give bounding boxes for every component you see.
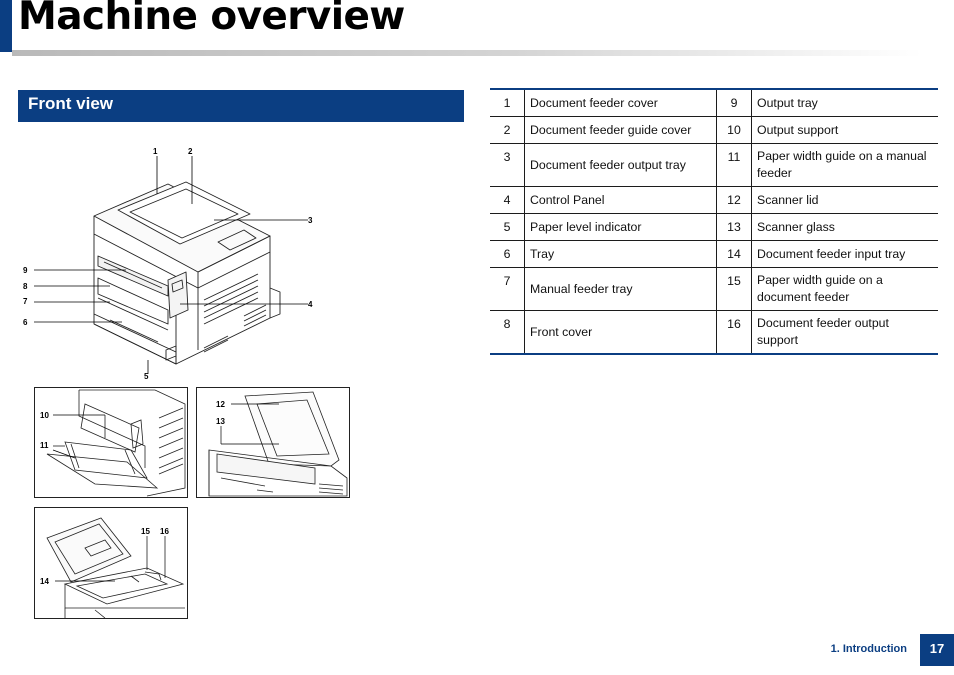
part-name: Control Panel xyxy=(524,186,717,214)
part-name: Manual feeder tray xyxy=(524,267,717,311)
title-divider xyxy=(12,50,922,56)
section-heading-label: Front view xyxy=(28,94,114,113)
inset-document-feeder: 14 15 16 xyxy=(34,507,188,619)
part-name: Document feeder output tray xyxy=(524,143,717,187)
manual-feeder-drawing: 10 11 xyxy=(40,389,186,497)
callout-13: 13 xyxy=(216,417,225,426)
part-name: Output support xyxy=(751,116,938,144)
scanner-drawing: 12 13 xyxy=(208,391,348,497)
part-number: 14 xyxy=(716,240,752,268)
table-row: 2 Document feeder guide cover 10 Output … xyxy=(490,116,938,144)
callout-15: 15 xyxy=(141,527,150,536)
part-name: Output tray xyxy=(751,88,938,117)
table-row: 3 Document feeder output tray 11 Paper w… xyxy=(490,143,938,187)
callout-markers: 1 2 3 4 5 6 7 8 9 xyxy=(23,147,313,381)
table-row: 8 Front cover 16 Document feeder output … xyxy=(490,310,938,355)
printer-front-illustration: 1 2 3 4 5 6 7 8 9 xyxy=(18,138,348,387)
part-number: 12 xyxy=(716,186,752,214)
part-name: Document feeder cover xyxy=(524,88,717,117)
part-number: 2 xyxy=(490,116,525,144)
part-name: Scanner lid xyxy=(751,186,938,214)
part-name: Document feeder input tray xyxy=(751,240,938,268)
callout-1: 1 xyxy=(153,147,158,156)
callout-8: 8 xyxy=(23,282,28,291)
callout-12: 12 xyxy=(216,400,225,409)
part-number: 13 xyxy=(716,213,752,241)
part-name: Paper width guide on a document feeder xyxy=(751,267,938,311)
part-number: 4 xyxy=(490,186,525,214)
part-name: Paper width guide on a manual feeder xyxy=(751,143,938,187)
callout-2: 2 xyxy=(188,147,193,156)
part-number: 10 xyxy=(716,116,752,144)
table-row: 6 Tray 14 Document feeder input tray xyxy=(490,240,938,268)
page-title: Machine overview xyxy=(18,0,405,39)
callout-5: 5 xyxy=(144,372,149,381)
table-row: 7 Manual feeder tray 15 Paper width guid… xyxy=(490,267,938,311)
callout-11: 11 xyxy=(40,441,49,450)
part-number: 7 xyxy=(490,267,525,311)
callout-14: 14 xyxy=(40,577,49,586)
callout-6: 6 xyxy=(23,318,28,327)
part-name: Paper level indicator xyxy=(524,213,717,241)
part-number: 6 xyxy=(490,240,525,268)
inset-manual-feeder: 10 11 xyxy=(34,387,188,498)
title-accent-bar xyxy=(0,0,12,52)
part-number: 8 xyxy=(490,310,525,355)
part-number: 5 xyxy=(490,213,525,241)
inset-scanner: 12 13 xyxy=(196,387,350,498)
part-name: Document feeder output support xyxy=(751,310,938,355)
document-feeder-drawing: 14 15 16 xyxy=(40,517,185,618)
callout-3: 3 xyxy=(308,216,313,225)
table-row: 5 Paper level indicator 13 Scanner glass xyxy=(490,213,938,241)
part-name: Front cover xyxy=(524,310,717,355)
printer-drawing: 1 2 3 4 5 6 7 8 9 xyxy=(23,147,313,381)
part-number: 9 xyxy=(716,88,752,117)
part-name: Tray xyxy=(524,240,717,268)
part-name: Document feeder guide cover xyxy=(524,116,717,144)
footer-chapter-link[interactable]: 1. Introduction xyxy=(830,643,907,655)
parts-table: 1 Document feeder cover 9 Output tray 2 … xyxy=(490,88,938,355)
table-row: 1 Document feeder cover 9 Output tray xyxy=(490,88,938,117)
callout-10: 10 xyxy=(40,411,49,420)
part-number: 3 xyxy=(490,143,525,187)
part-name: Scanner glass xyxy=(751,213,938,241)
part-number: 15 xyxy=(716,267,752,311)
part-number: 11 xyxy=(716,143,752,187)
page-number-badge: 17 xyxy=(920,634,954,666)
part-number: 1 xyxy=(490,88,525,117)
section-heading: Front view xyxy=(18,90,464,122)
callout-9: 9 xyxy=(23,266,28,275)
table-row: 4 Control Panel 12 Scanner lid xyxy=(490,186,938,214)
callout-16: 16 xyxy=(160,527,169,536)
part-number: 16 xyxy=(716,310,752,355)
callout-4: 4 xyxy=(308,300,313,309)
callout-7: 7 xyxy=(23,297,28,306)
